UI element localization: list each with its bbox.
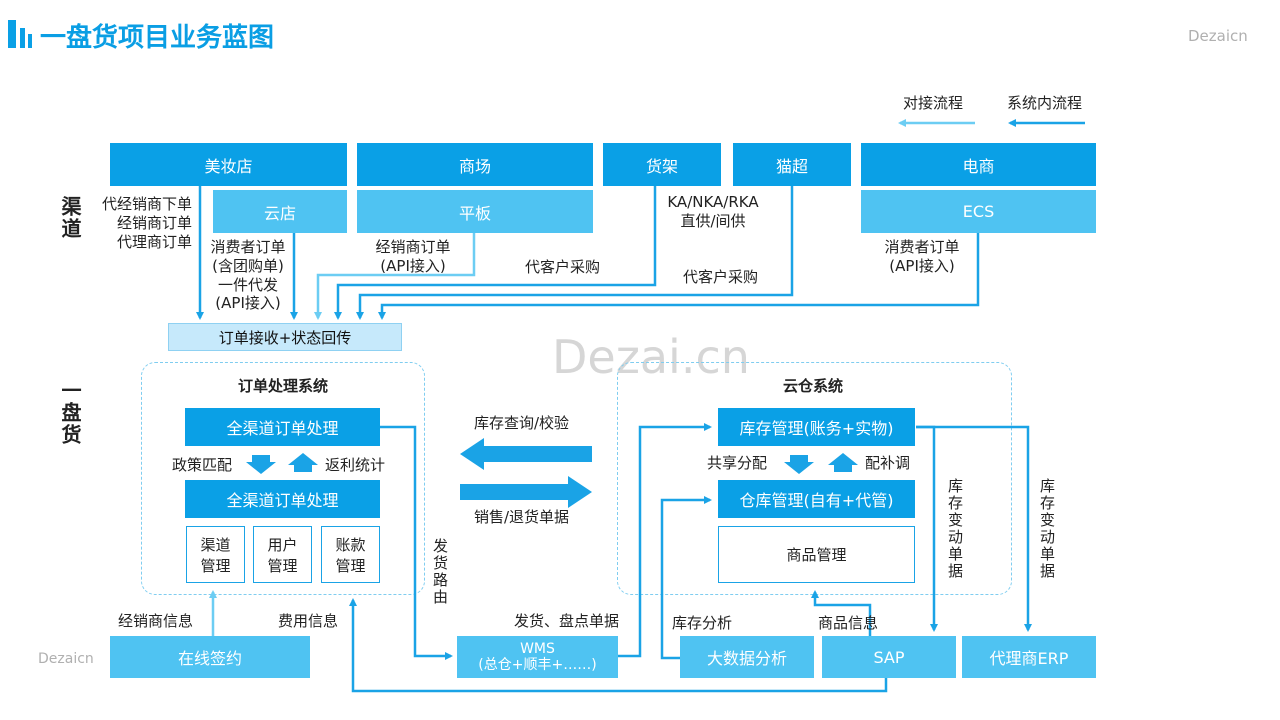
agent-erp-box: 代理商ERP	[962, 636, 1096, 678]
channel-ecs: ECS	[861, 190, 1096, 233]
policy-match-label: 政策匹配	[172, 456, 233, 474]
online-sign-box: 在线签约	[110, 636, 310, 678]
stock-analysis-label: 库存分析	[672, 614, 733, 632]
note-ecom-below: 消费者订单 (API接入)	[884, 238, 960, 275]
note-makeup-below: 消费者订单 (含团购单) 一件代发 (API接入)	[210, 238, 286, 313]
cloud-system-title: 云仓系统	[783, 377, 844, 395]
sales-return-label: 销售/退货单据	[474, 508, 570, 526]
order-process-box-2: 全渠道订单处理	[185, 480, 380, 518]
bigdata-box: 大数据分析	[680, 636, 814, 678]
channel-ecommerce: 电商	[861, 143, 1096, 186]
fee-info-label: 费用信息	[278, 612, 339, 630]
side-label-inventory: 一盘货	[58, 380, 82, 446]
wms-box: WMS (总仓+顺丰+……)	[457, 636, 618, 678]
sap-box: SAP	[822, 636, 956, 678]
side-label-channel: 渠道	[58, 196, 82, 240]
replenish-label: 配补调	[865, 454, 911, 472]
legend-external-label: 对接流程	[903, 94, 964, 112]
arrow-right-big	[460, 476, 592, 508]
order-receive-box: 订单接收+状态回传	[168, 323, 402, 351]
legend-internal-label: 系统内流程	[1007, 94, 1083, 112]
ship-doc-label: 发货、盘点单据	[514, 612, 620, 630]
stock-mgmt-box: 库存管理(账务+实物)	[718, 408, 915, 446]
channel-mall: 商场	[357, 143, 593, 186]
title-logo-icon	[8, 20, 34, 48]
goods-mgmt-box: 商品管理	[718, 526, 915, 583]
wms-title: WMS	[520, 640, 555, 657]
watermark: Dezai.cn	[552, 330, 750, 384]
user-mgmt-box: 用户 管理	[253, 526, 312, 583]
stock-change-label-1: 库存变动单据	[946, 478, 964, 580]
rebate-label: 返利统计	[325, 456, 386, 474]
warehouse-mgmt-box: 仓库管理(自有+代管)	[718, 480, 915, 518]
channel-makeup-store: 美妆店	[110, 143, 347, 186]
arrow-left-big	[460, 438, 592, 470]
order-system-group	[141, 362, 425, 595]
inventory-query-label: 库存查询/校验	[474, 414, 570, 432]
note-proxy-purchase-1: 代客户采购	[525, 258, 601, 276]
stock-change-label-2: 库存变动单据	[1038, 478, 1056, 580]
note-proxy-purchase-2: 代客户采购	[683, 268, 759, 286]
order-system-title: 订单处理系统	[238, 377, 329, 395]
goods-info-label: 商品信息	[818, 614, 879, 632]
note-shelf-below: KA/NKA/RKA 直供/间供	[667, 193, 759, 230]
order-process-box-1: 全渠道订单处理	[185, 408, 380, 446]
dealer-info-label: 经销商信息	[118, 612, 194, 630]
channel-cloud-store: 云店	[213, 190, 347, 233]
brand-label-bottom: Dezaicn	[38, 651, 94, 667]
note-makeup-left: 代经销商下单 经销商订单 代理商订单	[101, 195, 192, 251]
share-allocate-label: 共享分配	[707, 454, 768, 472]
channel-tablet: 平板	[357, 190, 593, 233]
account-mgmt-box: 账款 管理	[321, 526, 380, 583]
channel-mgmt-box: 渠道 管理	[186, 526, 245, 583]
brand-label: Dezaicn	[1188, 27, 1248, 45]
channel-supermarket: 猫超	[733, 143, 851, 186]
channel-shelf: 货架	[603, 143, 721, 186]
note-mall-below: 经销商订单 (API接入)	[375, 238, 451, 275]
page-title: 一盘货项目业务蓝图	[40, 23, 275, 53]
wms-subtitle: (总仓+顺丰+……)	[478, 657, 597, 673]
ship-route-label: 发货路由	[431, 538, 449, 606]
